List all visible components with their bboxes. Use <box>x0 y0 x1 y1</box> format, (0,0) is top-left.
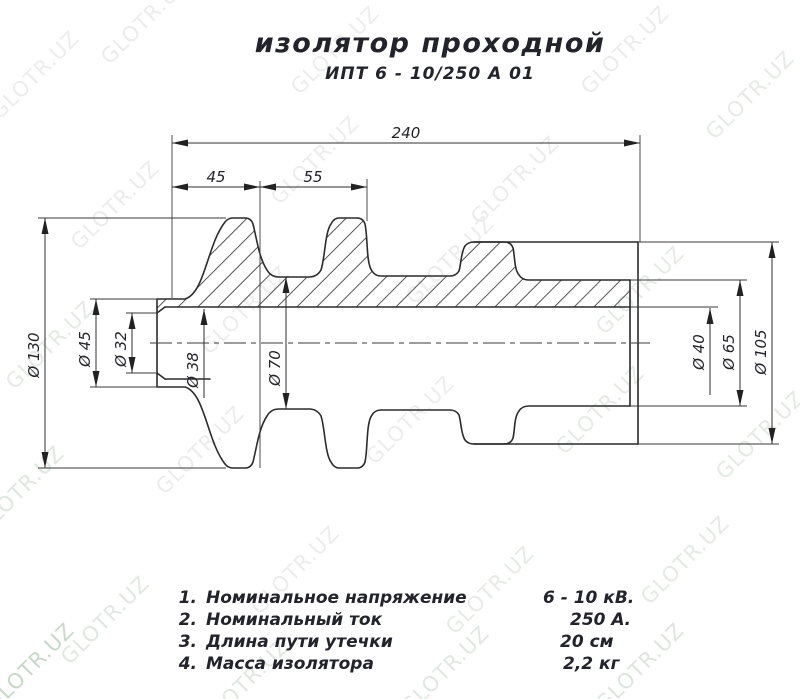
spec-num: 3. <box>179 632 197 652</box>
dimension-labels: 240 45 55 Ø 130 Ø 45 Ø 32 Ø 38 Ø 70 Ø 40… <box>25 124 770 389</box>
dim-total-length: 240 <box>392 124 421 142</box>
section-hatch-fill <box>157 218 630 313</box>
spec-num: 1. <box>179 588 197 608</box>
dim-boss-od: Ø 65 <box>720 334 738 371</box>
extension-lines <box>38 135 779 469</box>
dim-shed-pitch-2: 55 <box>303 168 322 186</box>
watermark-text: GLOTR.UZ <box>711 386 800 484</box>
dim-flange-od: Ø 105 <box>752 329 770 375</box>
watermark-text: GLOTR.UZ <box>151 401 249 499</box>
spec-name: Номинальное напряжение <box>206 588 467 608</box>
drawing-title: изолятор проходной <box>255 28 606 59</box>
dim-bore-right: Ø 40 <box>690 334 708 371</box>
dim-shed-pitch-1: 45 <box>206 168 225 186</box>
spec-num: 4. <box>178 654 197 674</box>
spec-value: 2,2 кг <box>563 654 621 674</box>
spec-name: Длина пути утечки <box>205 632 393 652</box>
spec-value: 6 - 10 кВ. <box>543 588 634 608</box>
drawing-subtitle: ИПТ 6 - 10/250 А 01 <box>325 64 535 84</box>
dim-mid-barrel-od: Ø 70 <box>266 350 284 387</box>
watermark-text: GLOTR.UZ <box>361 371 459 469</box>
spec-name: Масса изолятора <box>206 654 374 674</box>
spec-value: 20 см <box>560 632 614 652</box>
watermark-text: GLOTR.UZ <box>66 156 164 254</box>
watermark-text: GLOTR.UZ <box>636 511 734 609</box>
watermark-text: GLOTR.UZ <box>96 0 194 69</box>
watermark-text: GLOTR.UZ <box>0 26 84 124</box>
watermark-text: GLOTR.UZ <box>701 46 799 144</box>
dimension-lines <box>44 142 773 468</box>
watermark-text: GLOTR.UZ <box>266 111 364 209</box>
dim-stem-od: Ø 45 <box>76 331 94 368</box>
spec-num: 2. <box>179 610 197 630</box>
spec-name: Номинальный ток <box>206 610 383 630</box>
dim-shed-od: Ø 130 <box>25 332 43 378</box>
watermark-text: GLOTR.UZ <box>56 571 154 669</box>
spec-list: 1. Номинальное напряжение 6 - 10 кВ. 2. … <box>178 588 635 674</box>
dim-bore-entry: Ø 32 <box>112 331 130 368</box>
spec-value: 250 А. <box>570 610 631 630</box>
watermark-text: GLOTR.UZ <box>0 441 69 539</box>
watermark-text: GLOTR.UZ <box>396 621 494 699</box>
dimension-arrows <box>41 139 776 468</box>
dim-bore-left: Ø 38 <box>184 352 202 389</box>
